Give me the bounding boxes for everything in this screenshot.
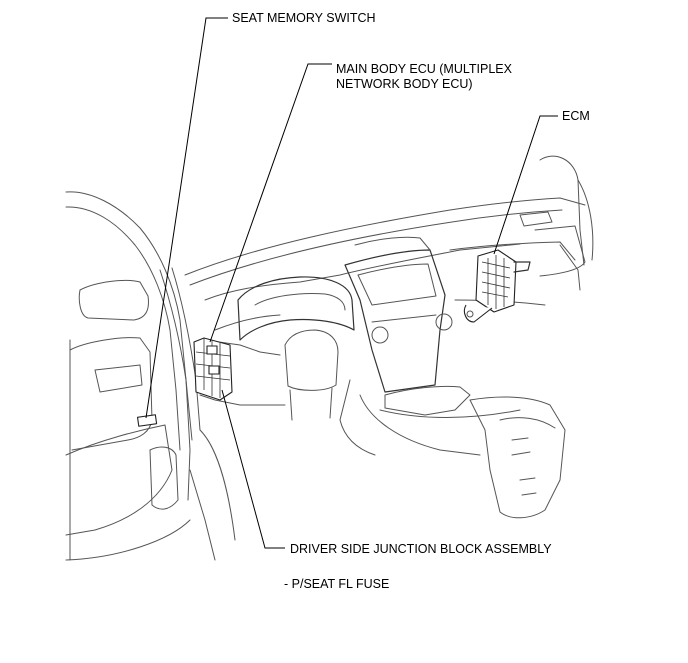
label-fuse-note: - P/SEAT FL FUSE bbox=[284, 577, 389, 591]
dashboard-illustration bbox=[184, 155, 594, 561]
label-seat-memory-switch: SEAT MEMORY SWITCH bbox=[232, 11, 376, 25]
label-main-body-ecu-line1: MAIN BODY ECU (MULTIPLEX bbox=[336, 62, 513, 76]
label-ecm: ECM bbox=[562, 109, 590, 123]
leader-lines bbox=[145, 17, 558, 549]
leader-main-body-ecu bbox=[209, 63, 332, 343]
junction-block-part bbox=[193, 337, 233, 401]
leader-seat-memory-switch bbox=[145, 17, 228, 419]
leader-ecm bbox=[493, 115, 558, 255]
driver-door-illustration bbox=[65, 191, 191, 561]
ecm-part bbox=[463, 249, 531, 323]
seat-memory-switch-part bbox=[136, 414, 158, 427]
labels: SEAT MEMORY SWITCH MAIN BODY ECU (MULTIP… bbox=[232, 11, 590, 591]
leader-junction-block bbox=[221, 389, 285, 549]
label-driver-side-junction-block: DRIVER SIDE JUNCTION BLOCK ASSEMBLY bbox=[290, 542, 552, 556]
label-main-body-ecu-line2: NETWORK BODY ECU) bbox=[336, 77, 473, 91]
